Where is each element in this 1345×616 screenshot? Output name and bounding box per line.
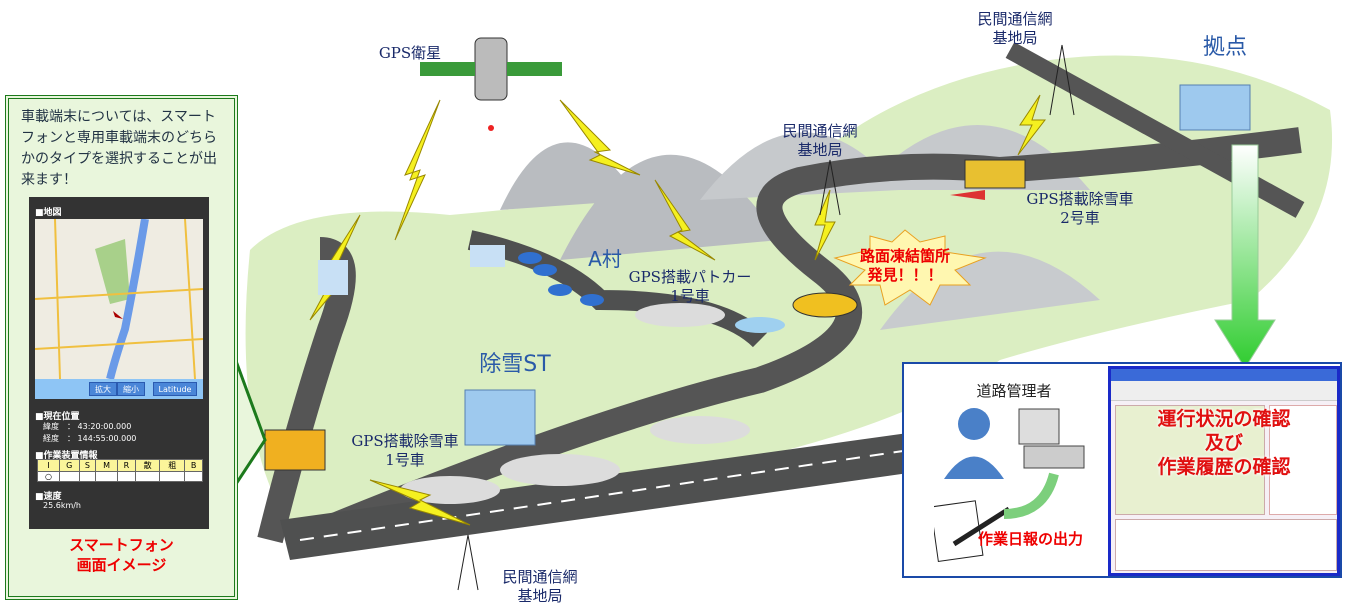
map-heading: ■地図 xyxy=(35,208,62,218)
gps-satellite-label: GPS衛星 xyxy=(378,44,442,62)
latitude-row: 緯度 ： 43:20:00.000 xyxy=(43,422,132,431)
screen-text-line2: 及び xyxy=(1204,432,1243,454)
building-icon xyxy=(318,84,1251,446)
base-station-top-label: 民間通信網基地局 xyxy=(977,10,1053,47)
latitude-button[interactable]: Latitude xyxy=(153,382,197,396)
zoom-out-button[interactable]: 縮小 xyxy=(117,382,145,396)
caption-line1: スマートフォン xyxy=(69,536,174,554)
base-station-mid-label: 民間通信網基地局 xyxy=(782,122,858,159)
smartphone-screen: ■地図 拡大 縮小 Latitude ■現在位置 緯度 ： 43:20:00.0… xyxy=(29,197,209,529)
speed-value: 25.6km/h xyxy=(43,501,82,510)
map-toolbar: 拡大 縮小 Latitude xyxy=(35,379,203,399)
hub-label: 拠点 xyxy=(1202,35,1247,60)
manager-illustration xyxy=(934,408,1085,563)
longitude-row: 経度 ： 144:55:00.000 xyxy=(43,434,137,443)
daily-report-output-label: 作業日報の出力 xyxy=(978,530,1084,548)
zoom-in-button[interactable]: 拡大 xyxy=(89,382,117,396)
road-manager-label: 道路管理者 xyxy=(976,382,1052,400)
ice-alert-label: 路面凍結箇所発見！！！ xyxy=(859,247,950,284)
position-heading: ■現在位置 xyxy=(35,412,80,422)
caption-line2: 画面イメージ xyxy=(76,556,167,574)
screen-text-line1: 運行状況の確認 xyxy=(1157,408,1291,430)
management-screen: 運行状況の確認 及び 作業履歴の確認 xyxy=(1108,366,1340,576)
smartphone-panel: 車載端末については、スマートフォンと専用車載端末のどちらかのタイプを選択すること… xyxy=(5,95,238,600)
speed-heading: ■速度 xyxy=(35,492,62,502)
screen-text-line3: 作業履歴の確認 xyxy=(1157,456,1291,478)
map-view[interactable] xyxy=(35,219,203,379)
village-label: A村 xyxy=(588,247,622,271)
intro-text: 車載端末については、スマートフォンと専用車載端末のどちらかのタイプを選択すること… xyxy=(21,109,217,188)
tower-icons xyxy=(457,44,1075,591)
base-station-bottom-label: 民間通信網基地局 xyxy=(502,568,578,605)
equipment-heading: ■作業装置情報 xyxy=(35,451,98,461)
satellite-icon xyxy=(420,37,562,131)
snow-station-label: 除雪ST xyxy=(479,352,551,377)
vehicle-icons xyxy=(264,159,1026,471)
arrow-down-icon xyxy=(1214,144,1276,369)
road-manager-panel: 道路管理者 運行状況の確認 及び 作業履歴の確認 作業日報の出力 xyxy=(902,362,1342,578)
alert-burst xyxy=(833,229,987,306)
